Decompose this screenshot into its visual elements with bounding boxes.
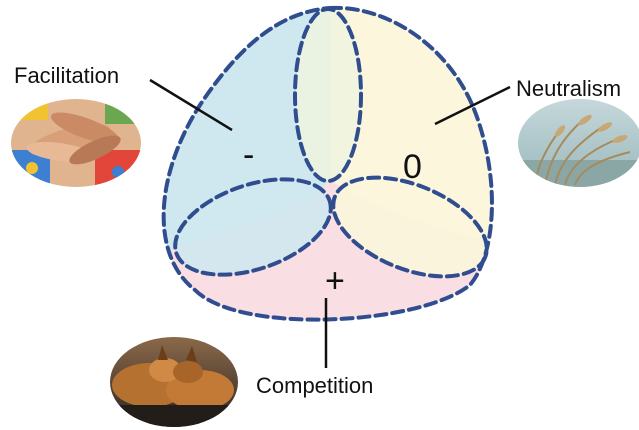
competition-label: Competition — [256, 373, 373, 398]
outer-outline — [161, 5, 494, 322]
facilitation-connector — [149, 78, 233, 132]
neutralism-sign: 0 — [403, 148, 422, 186]
left-lens-tint — [175, 179, 331, 275]
top-lens-outline — [293, 7, 363, 183]
grass-by-water-photo — [518, 99, 639, 187]
competition-sign: + — [325, 262, 345, 300]
top-lens-tint — [295, 9, 361, 181]
fighting-animals-photo — [110, 337, 238, 427]
left-lens-outline — [173, 177, 333, 277]
facilitation-sign: - — [243, 136, 254, 174]
neutralism-connector — [434, 85, 511, 126]
neutralism-label: Neutralism — [516, 76, 621, 101]
right-lens-tint — [333, 177, 487, 277]
venn-regions — [163, 7, 492, 320]
right-lens-outline — [331, 175, 489, 279]
facilitation-label: Facilitation — [14, 63, 119, 88]
hands-stacked-photo — [11, 99, 141, 187]
